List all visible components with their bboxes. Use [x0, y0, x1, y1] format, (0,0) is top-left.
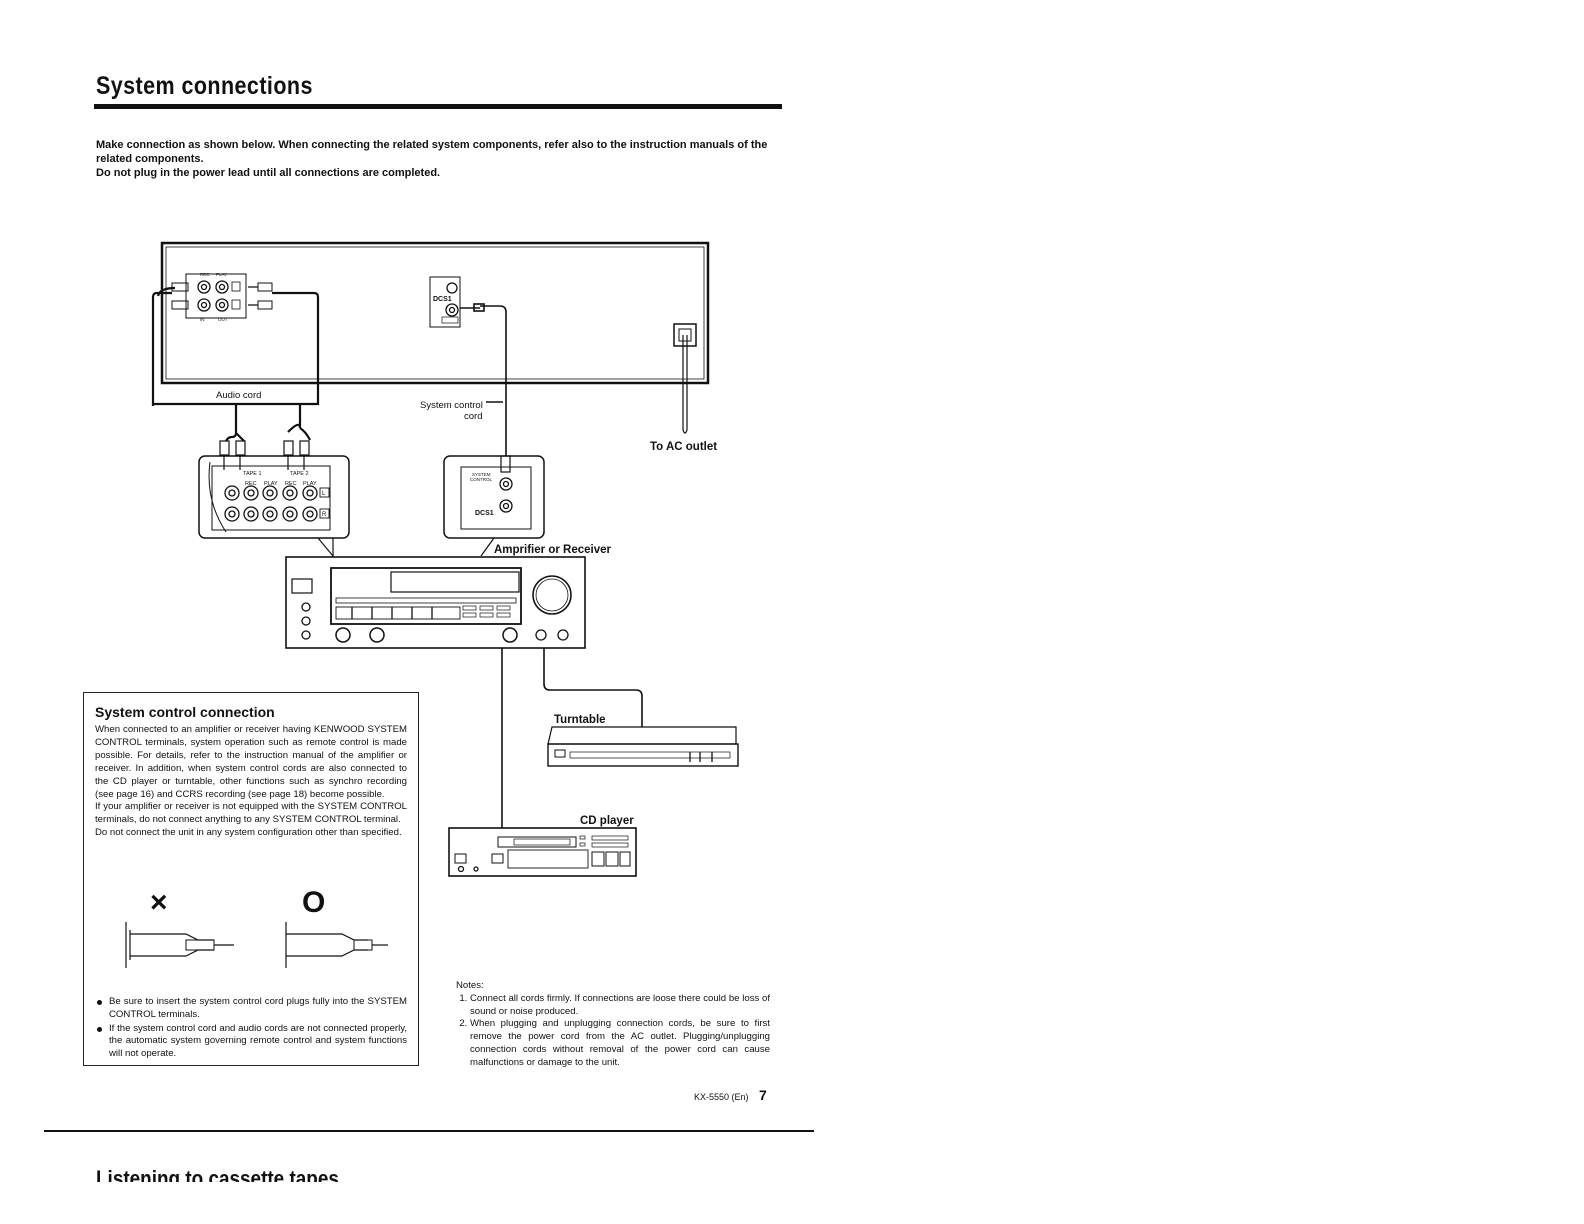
deck-in-label: IN	[200, 317, 205, 322]
amplifier-tape-jack-panel: TAPE 1 TAPE 2 REC PLAY REC PLAY L R	[198, 455, 350, 558]
system-control-title: System control connection	[95, 704, 275, 720]
system-control-paragraph-2: If your amplifier or receiver is not equ…	[95, 801, 407, 826]
cd-player-label: CD player	[580, 815, 634, 827]
note-item: When plugging and unplugging connection …	[470, 1018, 770, 1069]
system-control-paragraph-1: When connected to an amplifier or receiv…	[95, 724, 407, 800]
amplifier-system-control-panel: SYSTEM CONTROL DCS1	[443, 455, 545, 557]
tape1-play-label: PLAY	[264, 481, 278, 487]
bullet-item: Be sure to insert the system control cor…	[95, 996, 407, 1022]
page-number: 7	[759, 1087, 767, 1103]
system-control-bullets: Be sure to insert the system control cor…	[95, 996, 407, 1062]
svg-text:DCS1: DCS1	[475, 510, 494, 517]
audio-cord-label: Audio cord	[216, 390, 261, 401]
ac-outlet-label: To AC outlet	[650, 441, 717, 453]
notes-heading: Notes:	[456, 980, 484, 991]
deck-rec-label: REC	[200, 272, 210, 277]
intro-paragraph-2: Do not plug in the power lead until all …	[96, 167, 441, 180]
channel-l-label: L	[322, 491, 326, 497]
system-control-cord	[460, 303, 507, 456]
tape1-label: TAPE 1	[243, 471, 262, 477]
turntable-label: Turntable	[554, 714, 606, 726]
intro-text: Make connection as shown below. When con…	[96, 138, 786, 181]
amplifier-front-panel	[285, 556, 586, 649]
tape2-rec-label: REC	[285, 481, 297, 487]
notes-list: Connect all cords firmly. If connections…	[456, 993, 770, 1070]
bullet-item: If the system control cord and audio cor…	[95, 1023, 407, 1061]
cassette-deck-rear-panel: REC PLAY IN OUT DCS1	[160, 241, 710, 385]
ac-cord-exit	[673, 323, 697, 347]
page-title: System connections	[96, 72, 313, 100]
deck-system-control-terminal: DCS1	[429, 276, 461, 328]
control-label: CONTROL	[470, 477, 492, 482]
system-control-text: When connected to an amplifier or receiv…	[95, 724, 407, 840]
system-label: SYSTEM	[472, 472, 491, 477]
svg-text:DCS1: DCS1	[433, 296, 452, 303]
ac-cord	[682, 335, 688, 434]
notes-section: Notes: Connect all cords firmly. If conn…	[456, 980, 770, 1070]
deck-play-label: PLAY	[216, 272, 227, 277]
turntable	[547, 726, 739, 767]
note-item: Connect all cords firmly. If connections…	[470, 993, 770, 1019]
amplifier-label: Amprifier or Receiver	[494, 544, 611, 556]
deck-out-label: OUT	[218, 317, 228, 322]
title-rule	[94, 104, 782, 109]
tape2-play-label: PLAY	[303, 481, 317, 487]
system-control-cord-label-2: cord	[464, 411, 482, 422]
system-control-paragraph-3: Do not connect the unit in any system co…	[95, 827, 402, 839]
system-control-cord-label-1: System control	[420, 400, 483, 411]
model-number: KX-5550 (En)	[694, 1092, 749, 1102]
deck-rec-play-jacks: REC PLAY IN OUT	[185, 272, 247, 322]
tape1-rec-label: REC	[245, 481, 257, 487]
plug-wrong-illustration	[125, 922, 234, 968]
next-section-heading: Listening to cassette tapes	[96, 1166, 339, 1182]
correct-mark-icon: O	[302, 886, 326, 919]
cd-player	[448, 827, 637, 877]
plug-right-illustration	[285, 922, 388, 968]
tape2-label: TAPE 2	[290, 471, 309, 477]
bottom-rule	[44, 1130, 814, 1132]
component-cables	[501, 648, 643, 828]
wrong-mark-icon: ×	[150, 886, 168, 919]
audio-cord	[151, 286, 320, 442]
audio-cord-plugs	[219, 440, 310, 470]
system-control-box	[83, 692, 419, 1066]
deck-left-plugs	[171, 282, 273, 310]
channel-r-label: R	[322, 512, 327, 518]
intro-paragraph-1: Make connection as shown below. When con…	[96, 139, 768, 166]
